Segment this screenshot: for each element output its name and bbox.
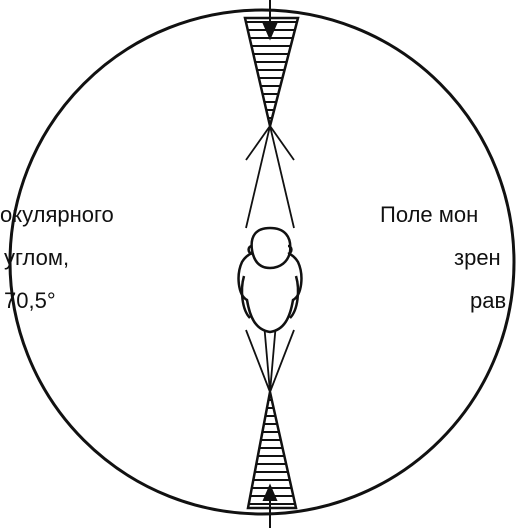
right-label-line1: Поле мон	[380, 202, 478, 227]
right-label: Поле мон зрен рав	[380, 202, 506, 313]
left-label-line2: углом,	[4, 245, 69, 270]
left-label-line3: 70,5°	[4, 288, 56, 313]
right-label-line2: зрен	[454, 245, 501, 270]
person-figure	[239, 228, 302, 332]
left-label-line1: окулярного	[0, 202, 114, 227]
right-label-line3: рав	[470, 288, 506, 313]
left-label: окулярного углом, 70,5°	[0, 202, 114, 313]
